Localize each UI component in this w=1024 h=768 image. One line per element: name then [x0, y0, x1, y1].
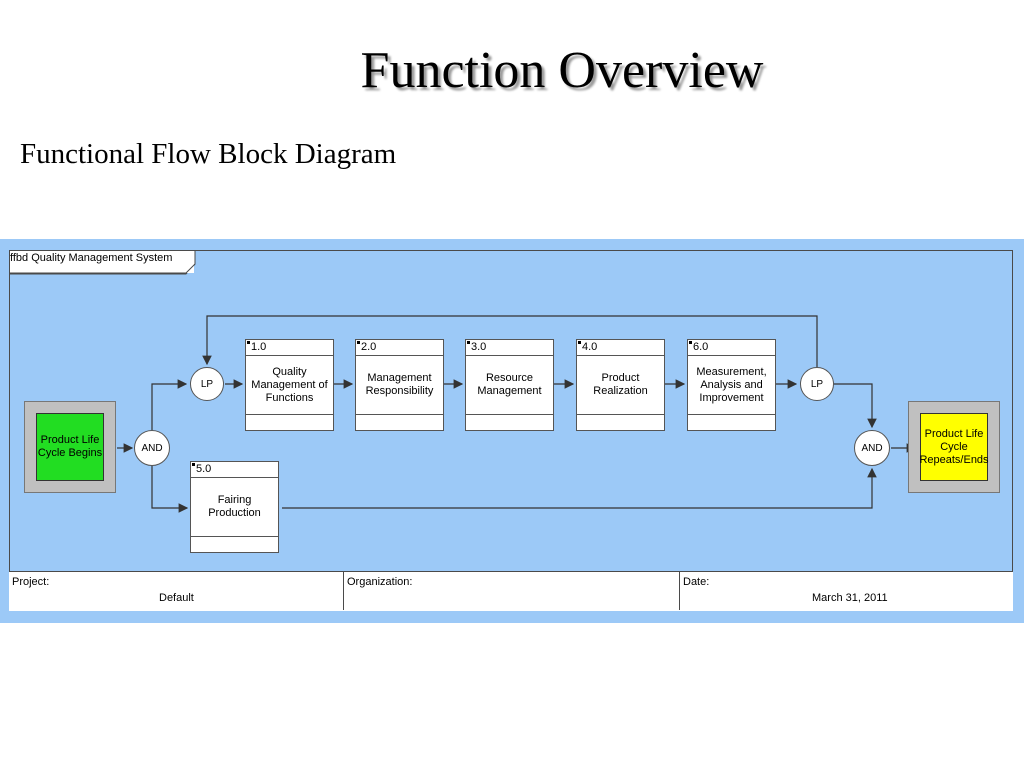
function-block-6: 6.0 Measurement, Analysis and Improvemen… — [687, 339, 776, 431]
date-value: March 31, 2011 — [812, 592, 888, 604]
function-block-5: 5.0 Fairing Production — [190, 461, 279, 553]
and-node-right: AND — [854, 430, 890, 466]
end-terminal: Product Life Cycle Repeats/Ends — [908, 401, 1000, 493]
diagram-panel — [0, 239, 1024, 623]
function-label: Fairing Production — [191, 478, 278, 537]
function-label: Measurement, Analysis and Improvement — [688, 356, 775, 415]
function-id: 1.0 — [246, 340, 333, 356]
edge-loop-back — [202, 315, 818, 367]
function-label: Resource Management — [466, 356, 553, 415]
date-cell: Date: March 31, 2011 — [680, 572, 1013, 610]
start-terminal: Product Life Cycle Begins — [24, 401, 116, 493]
project-value: Default — [159, 592, 194, 604]
function-id: 6.0 — [688, 340, 775, 356]
function-id: 4.0 — [577, 340, 664, 356]
start-terminal-label: Product Life Cycle Begins — [36, 413, 104, 481]
function-label: Quality Management of Functions — [246, 356, 333, 415]
function-block-1: 1.0 Quality Management of Functions — [245, 339, 334, 431]
function-id: 2.0 — [356, 340, 443, 356]
function-id: 3.0 — [466, 340, 553, 356]
slide-subtitle: Functional Flow Block Diagram — [20, 138, 397, 170]
and-node-left: AND — [134, 430, 170, 466]
frame-label: ffbd Quality Management System — [10, 252, 173, 264]
function-label: Management Responsibility — [356, 356, 443, 415]
project-cell: Project: Default — [9, 572, 344, 610]
function-block-2: 2.0 Management Responsibility — [355, 339, 444, 431]
info-bar: Project: Default Organization: Date: Mar… — [9, 571, 1013, 611]
edge-and-fairing — [151, 466, 189, 513]
function-block-3: 3.0 Resource Management — [465, 339, 554, 431]
date-label: Date: — [683, 576, 710, 588]
slide-title: Function Overview — [360, 42, 764, 99]
organization-label: Organization: — [347, 576, 413, 588]
end-terminal-label: Product Life Cycle Repeats/Ends — [919, 413, 989, 481]
function-id: 5.0 — [191, 462, 278, 478]
project-label: Project: — [12, 576, 50, 588]
edge-lp-and — [834, 383, 877, 429]
organization-cell: Organization: — [344, 572, 680, 610]
lp-node-right: LP — [800, 367, 834, 401]
function-label: Product Realization — [577, 356, 664, 415]
lp-node-left: LP — [190, 367, 224, 401]
edge-and-lp — [151, 379, 188, 430]
edge-fairing-and — [282, 467, 877, 509]
function-block-4: 4.0 Product Realization — [576, 339, 665, 431]
